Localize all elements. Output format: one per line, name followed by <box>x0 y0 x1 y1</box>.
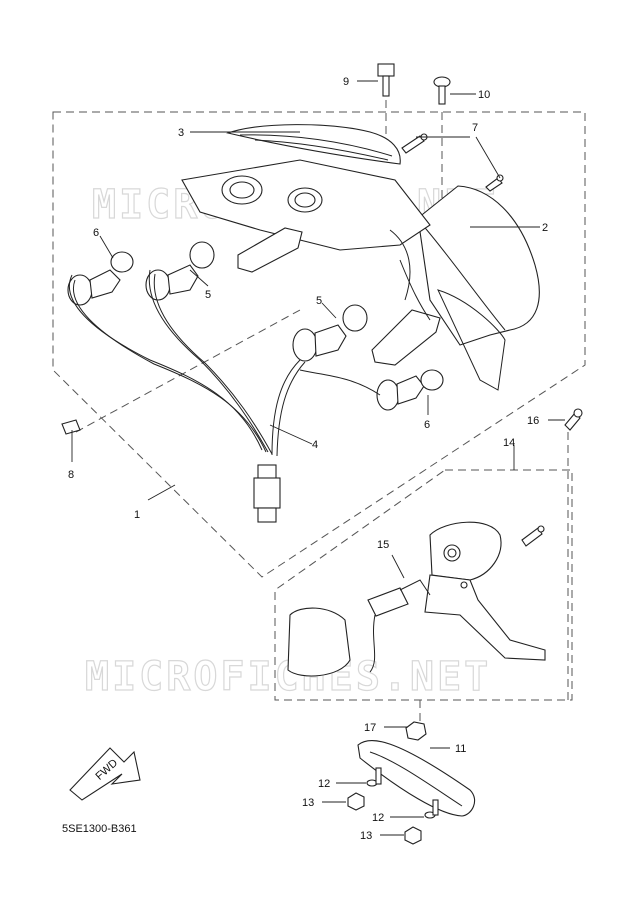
screw-10 <box>433 76 451 105</box>
callout-9: 9 <box>343 76 349 88</box>
bulb-5-right <box>292 304 368 362</box>
grommet <box>61 419 81 435</box>
washer-12-lower <box>424 799 439 819</box>
license-light-lens <box>287 607 351 677</box>
upper-cover <box>226 124 401 165</box>
callout-2: 2 <box>542 222 548 234</box>
bulb-6-left <box>67 251 134 306</box>
taillight-base-bracket <box>181 159 441 366</box>
callout-12-upper: 12 <box>318 778 330 790</box>
callout-12-lower: 12 <box>372 812 384 824</box>
bulb-6-right <box>376 369 444 411</box>
bolt-9 <box>377 63 395 97</box>
taillight-housing <box>417 185 540 391</box>
callout-6-left: 6 <box>93 227 99 239</box>
nut-17 <box>405 721 427 741</box>
nut-13-lower <box>404 826 422 845</box>
callout-8: 8 <box>68 469 74 481</box>
grommet-leader <box>75 309 301 433</box>
callout-4: 4 <box>312 439 318 451</box>
callout-5-upper: 5 <box>205 289 211 301</box>
callout-3: 3 <box>178 127 184 139</box>
callout-leaders <box>71 80 565 836</box>
callout-15: 15 <box>377 539 389 551</box>
forward-arrow: FWD <box>69 747 141 801</box>
callout-1: 1 <box>134 509 140 521</box>
wire-harness <box>68 229 411 523</box>
license-light-bulb-socket <box>367 579 431 673</box>
drawing-code: 5SE1300-B361 <box>62 823 137 835</box>
reflector <box>357 739 476 817</box>
callout-7: 7 <box>472 122 478 134</box>
bulb-5-left <box>145 241 215 301</box>
callout-13-lower: 13 <box>360 830 372 842</box>
license-light-assembly-boundary <box>274 469 573 701</box>
screw-license <box>521 525 545 547</box>
callout-6-right: 6 <box>424 419 430 431</box>
callout-14: 14 <box>503 437 515 449</box>
screw-16 <box>564 408 583 431</box>
callout-10: 10 <box>478 89 490 101</box>
license-light <box>424 521 546 661</box>
nut-13-upper <box>347 792 365 811</box>
taillight-assembly-boundary <box>52 111 586 578</box>
callout-5-lower: 5 <box>316 295 322 307</box>
callout-11: 11 <box>455 743 466 755</box>
watermark-bottom: MICROFICHES.NET <box>85 654 491 700</box>
callout-13-upper: 13 <box>302 797 314 809</box>
callout-17: 17 <box>364 722 376 734</box>
washer-12-upper <box>366 767 382 787</box>
callout-16: 16 <box>527 415 539 427</box>
